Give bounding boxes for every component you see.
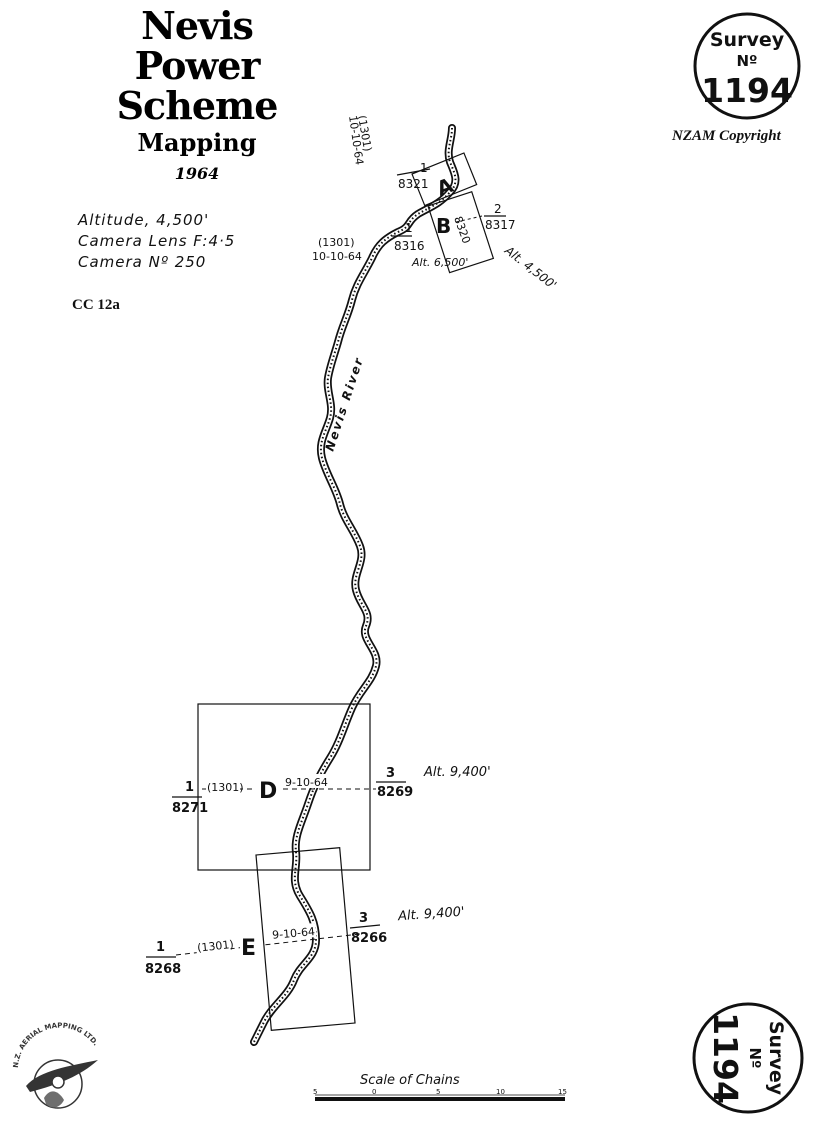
run-a-frame — [411, 152, 478, 207]
run-d-date: 9-10-64 — [285, 776, 328, 789]
scale-tick-label-1: 0 — [372, 1088, 376, 1096]
run-e-date: 9-10-64 — [272, 925, 316, 942]
run-d-letter-bg — [256, 774, 282, 800]
run-a-start-num: 1 — [420, 161, 428, 175]
spec-lens: Camera Lens F:4·5 — [78, 232, 236, 250]
company-logo: N.Z. AERIAL MAPPING LTD. — [12, 1022, 100, 1109]
run-e-end-photo: 8266 — [351, 931, 387, 946]
run-e-date-bg — [269, 923, 317, 941]
title-line-1: Nevis — [141, 3, 254, 48]
title-year: 1964 — [174, 164, 220, 183]
scale-tick-label-3: 10 — [496, 1088, 505, 1096]
scale-bar: Scale of Chains 5 0 5 10 15 — [313, 1073, 567, 1101]
run-a-start-photo: 8321 — [398, 177, 429, 191]
run-d-film-bg — [206, 779, 240, 793]
scale-tick-label-0: 5 — [313, 1088, 317, 1096]
stamp-top-no: Nº — [736, 52, 757, 70]
run-d-letter: D — [259, 779, 277, 804]
run-b-start-photo: 8316 — [394, 239, 425, 253]
logo-camera-icon — [51, 1075, 65, 1089]
run-d-date-bg — [284, 774, 332, 788]
run-d-alt: Alt. 9,400' — [423, 765, 491, 780]
catalogue-reference: CC 12a — [72, 297, 120, 313]
run-a-film: (1301) — [355, 114, 374, 152]
stamp-bottom-no: Nº — [746, 1047, 764, 1068]
run-d-end-num: 3 — [386, 766, 395, 781]
run-d-end-photo: 8269 — [377, 785, 413, 800]
run-d-start-num: 1 — [185, 780, 194, 795]
logo-wing-icon — [26, 1060, 98, 1092]
flight-specs: Altitude, 4,500' Camera Lens F:4·5 Camer… — [78, 210, 235, 273]
copyright-notice: NZAM Copyright — [672, 128, 781, 144]
survey-stamp-top: Survey Nº 1194 — [693, 12, 801, 120]
stamp-top-word: Survey — [710, 29, 785, 51]
run-b-alt-outer: Alt. 4,500' — [501, 243, 559, 293]
stamp-bottom-word: Survey — [765, 1021, 787, 1096]
stamp-bottom-ring — [692, 1002, 804, 1114]
run-b-alt-inner: Alt. 6,500' — [411, 256, 468, 269]
run-e-letter-bg — [240, 932, 262, 958]
scale-tick-label-2: 5 — [436, 1088, 440, 1096]
run-e-start-num: 1 — [156, 940, 165, 955]
run-b-end-photo: 8317 — [485, 218, 516, 232]
run-e-start-photo: 8268 — [145, 962, 181, 977]
run-e-film: (1301) — [197, 938, 235, 955]
run-b-flight-line — [455, 215, 483, 223]
run-e-alt: Alt. 9,400' — [397, 905, 466, 925]
title-line-2: Power — [134, 43, 261, 88]
survey-stamp-bottom: Survey Nº 1194 — [692, 1002, 804, 1114]
spec-camera: Camera Nº 250 — [78, 253, 207, 271]
run-b-start-num: 1 — [405, 221, 413, 235]
title-line-3: Scheme — [116, 83, 279, 128]
scale-tick-label-4: 15 — [558, 1088, 567, 1096]
run-d-frame — [197, 703, 371, 871]
run-b-end-num: 2 — [494, 202, 502, 216]
stamp-top-number: 1194 — [701, 71, 793, 110]
title-line-4: Mapping — [137, 128, 257, 157]
run-e-end-bar — [349, 924, 381, 929]
run-e-letter: E — [241, 936, 256, 961]
river-hatching — [253, 127, 457, 1043]
run-e-end-num: 3 — [359, 911, 368, 926]
stamp-bottom-number: 1194 — [706, 1012, 745, 1104]
run-d: 1 8271 (1301) D 9-10-64 3 8269 Alt. 9,40… — [172, 703, 491, 871]
run-d-film: (1301) — [207, 781, 244, 794]
stamp-top-ring — [693, 12, 801, 120]
scale-title: Scale of Chains — [360, 1073, 460, 1088]
run-d-start-photo: 8271 — [172, 801, 208, 816]
run-b-film: (1301) — [318, 236, 355, 249]
run-b-date: 10-10-64 — [312, 250, 362, 263]
run-a-fraction-bar — [396, 168, 431, 176]
logo-text: N.Z. AERIAL MAPPING LTD. — [12, 1022, 100, 1069]
run-b-frame — [427, 191, 495, 274]
map-title: Nevis Power Scheme Mapping 1964 — [112, 6, 282, 186]
run-e-film-bg — [195, 936, 231, 954]
scale-bar-body — [315, 1097, 565, 1101]
logo-map-icon — [44, 1091, 64, 1108]
run-b-letter: B — [436, 214, 451, 238]
spec-altitude: Altitude, 4,500' — [78, 211, 210, 229]
run-e: 1 8268 (1301) E 9-10-64 3 8266 Alt. 9,40… — [145, 847, 466, 1031]
